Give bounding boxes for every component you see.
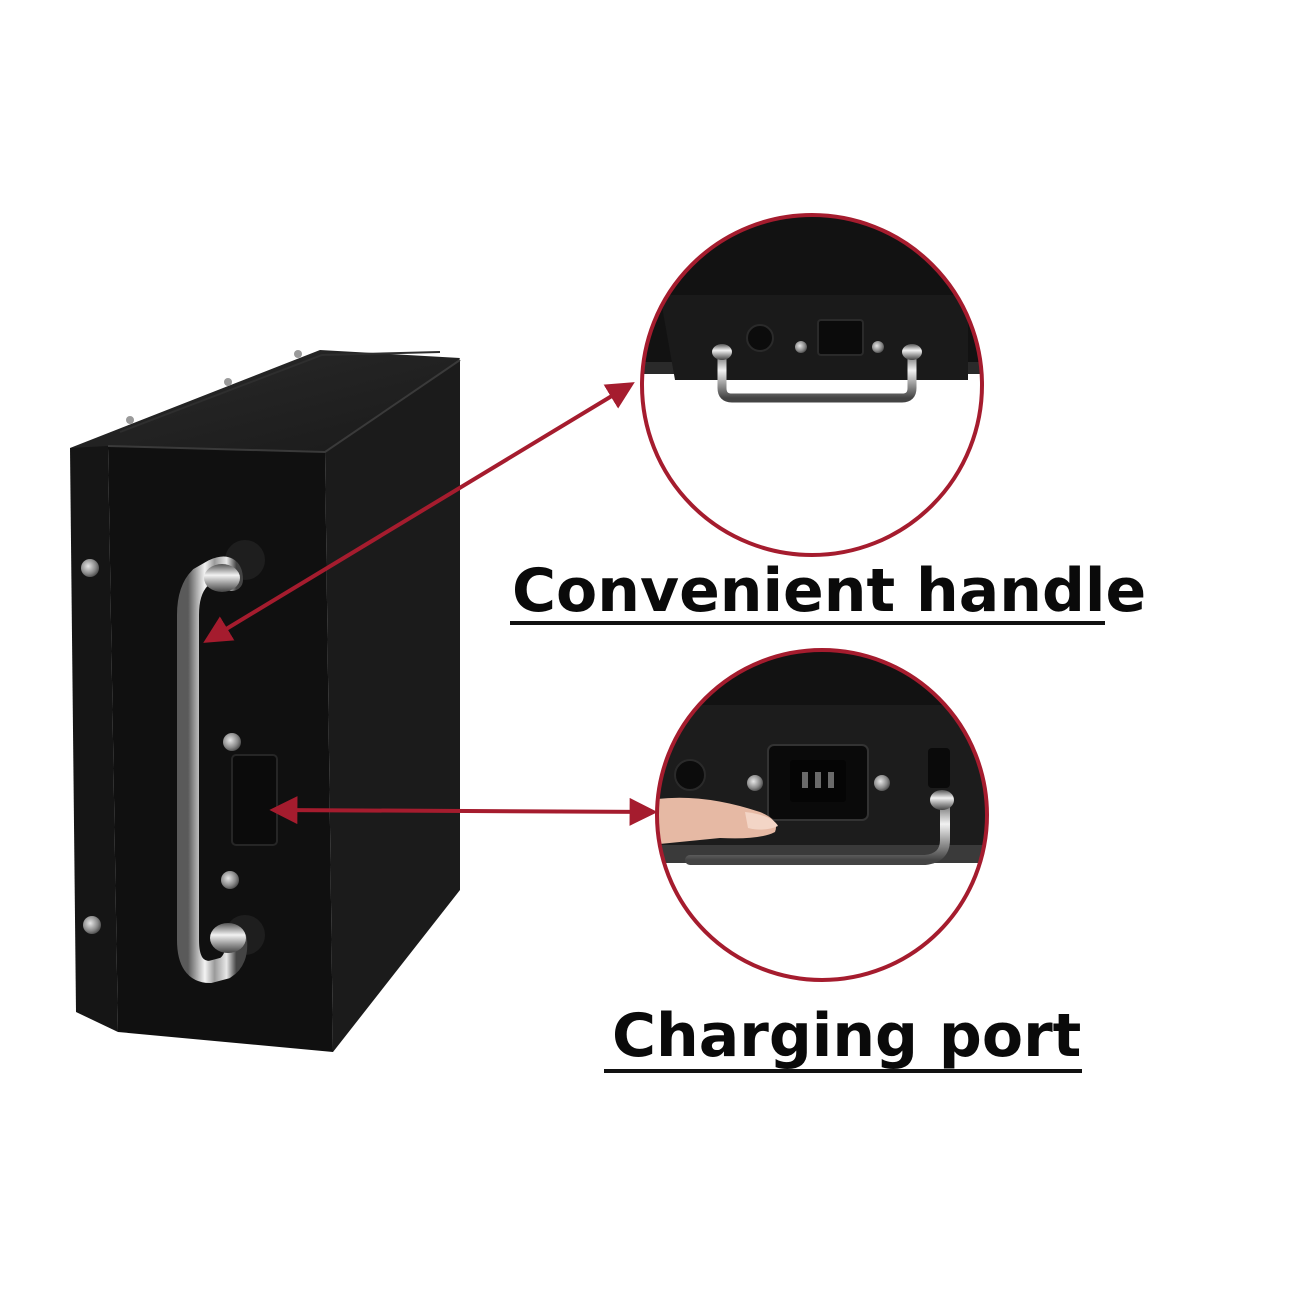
charging-port-detail-callout: [655, 648, 989, 982]
battery-box: [70, 350, 461, 1052]
port-caption-underline: [604, 1069, 1082, 1073]
handle-caption: Convenient handle: [512, 556, 1147, 626]
handle-caption-underline: [510, 621, 1105, 625]
port-caption: Charging port: [612, 1001, 1082, 1071]
port-arrow: [269, 796, 658, 826]
handle-detail-callout: [640, 213, 984, 557]
handle-arrow: [203, 382, 635, 643]
